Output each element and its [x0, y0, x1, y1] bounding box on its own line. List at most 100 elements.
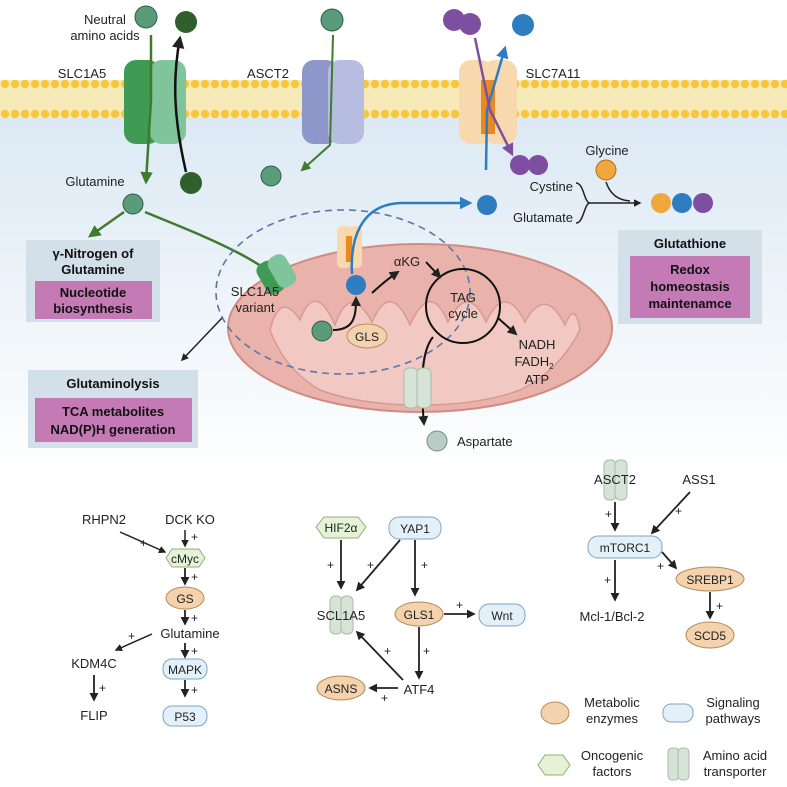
lipid-head: [770, 79, 780, 89]
svg-text:+: +: [367, 558, 374, 572]
glutathione-ball-gly: [651, 193, 671, 213]
cmyc-label: cMyc: [171, 552, 199, 566]
cystine-ball-in-2: [528, 155, 548, 175]
nadh-label: NADH: [519, 337, 556, 352]
scd5-node: [685, 621, 735, 649]
lipid-head: [430, 79, 440, 89]
srebp1-node: [675, 566, 745, 592]
amino-acid-ball: [134, 5, 158, 29]
gls-conversion-arrow: [332, 296, 361, 331]
lipid-head: [620, 79, 630, 89]
lipid-head: [570, 109, 580, 119]
cystine-ball-2: [459, 13, 481, 35]
svg-text:homeostasis: homeostasis: [650, 279, 729, 294]
dck-ko-label: DCK KO: [165, 512, 215, 527]
legend-oncogenic-swatch: [537, 754, 571, 776]
lipid-head: [590, 79, 600, 89]
hif2a-node: [315, 516, 367, 539]
lipid-head: [220, 79, 230, 89]
lipid-head: [550, 109, 560, 119]
lipid-head: [250, 79, 260, 89]
legend-enzyme-swatch: [540, 701, 570, 725]
svg-text:+: +: [384, 644, 391, 658]
atf4-label: ATF4: [404, 682, 435, 697]
asct2-top-label: ASCT2: [247, 66, 289, 81]
lipid-head: [400, 79, 410, 89]
svg-text:Metabolic: Metabolic: [584, 695, 640, 710]
amino-acid-export-arrow: [171, 35, 188, 173]
lipid-head: [40, 109, 50, 119]
lipid-head: [640, 79, 650, 89]
asns-label: ASNS: [325, 682, 358, 696]
lipid-head: [430, 109, 440, 119]
lipid-head: [750, 109, 760, 119]
lipid-head: [200, 79, 210, 89]
tag-cycle-label-2: cycle: [448, 306, 478, 321]
svg-text:+: +: [191, 530, 198, 544]
tag-cycle-label-1: TAG: [450, 290, 476, 305]
lipid-head: [80, 109, 90, 119]
lipid-head: [780, 79, 787, 89]
svg-text:biosynthesis: biosynthesis: [53, 301, 132, 316]
lipid-head: [720, 79, 730, 89]
cystine-label: Cystine: [530, 179, 573, 194]
slc1a5-variant-label-2: variant: [235, 300, 274, 315]
svg-text:maintenamce: maintenamce: [648, 296, 731, 311]
fadh2-label: FADH2: [514, 354, 554, 371]
variant-region-outline: [215, 209, 471, 375]
svg-text:Amino acid: Amino acid: [703, 748, 767, 763]
lipid-head: [530, 79, 540, 89]
lipid-head: [670, 109, 680, 119]
svg-text:Glutamine: Glutamine: [61, 262, 125, 277]
svg-text:+: +: [191, 644, 198, 658]
svg-text:transporter: transporter: [704, 764, 768, 779]
akg-to-cycle-arrow: [425, 261, 442, 279]
svg-text:+: +: [657, 559, 664, 573]
asct2-transporter-top: [302, 60, 364, 144]
lipid-head: [190, 109, 200, 119]
lipid-head: [710, 79, 720, 89]
lipid-head: [200, 109, 210, 119]
p53-label: P53: [174, 710, 196, 724]
svg-text:pathways: pathways: [706, 711, 761, 726]
aspartate-ball: [426, 430, 448, 452]
mapk-label: MAPK: [168, 663, 202, 677]
scl1a5-transporter-icon: [329, 595, 354, 635]
svg-text:+: +: [191, 611, 198, 625]
lipid-head: [40, 79, 50, 89]
slc1a5-variant-transporter: [256, 254, 297, 295]
gs-node: [165, 586, 205, 610]
glycine-ball: [595, 159, 617, 181]
svg-text:+: +: [456, 598, 463, 612]
svg-text:Glutaminolysis: Glutaminolysis: [66, 376, 159, 391]
legend-signal-swatch: [662, 703, 694, 723]
lipid-head: [70, 79, 80, 89]
yap1-label: YAP1: [400, 522, 430, 536]
lipid-head: [610, 79, 620, 89]
lipid-head: [240, 79, 250, 89]
lipid-head: [380, 79, 390, 89]
lipid-head: [730, 79, 740, 89]
lipid-head: [290, 79, 300, 89]
glutamine-ball-cyto: [122, 193, 144, 215]
lipid-head: [450, 109, 460, 119]
network-left: RHPN2 DCK KO cMyc GS Glutamine KDM4C MAP…: [71, 512, 220, 727]
lipid-head: [520, 79, 530, 89]
legend-transporter-swatch: [667, 747, 680, 781]
lipid-head: [550, 79, 560, 89]
lipid-head: [420, 109, 430, 119]
aspartate-label: Aspartate: [457, 434, 513, 449]
lipid-head: [370, 79, 380, 89]
glutamate-ball-cyto: [477, 195, 497, 215]
svg-text:factors: factors: [592, 764, 632, 779]
lipid-head: [750, 79, 760, 89]
lipid-head: [630, 109, 640, 119]
akg-label: αKG: [394, 254, 420, 269]
slc1a5-label: SLC1A5: [58, 66, 106, 81]
gls1-label: GLS1: [404, 608, 435, 622]
svg-text:+: +: [381, 691, 388, 705]
lipid-head: [620, 109, 630, 119]
svg-text:Signaling: Signaling: [706, 695, 760, 710]
gs-label: GS: [176, 592, 193, 606]
lipid-head: [660, 79, 670, 89]
